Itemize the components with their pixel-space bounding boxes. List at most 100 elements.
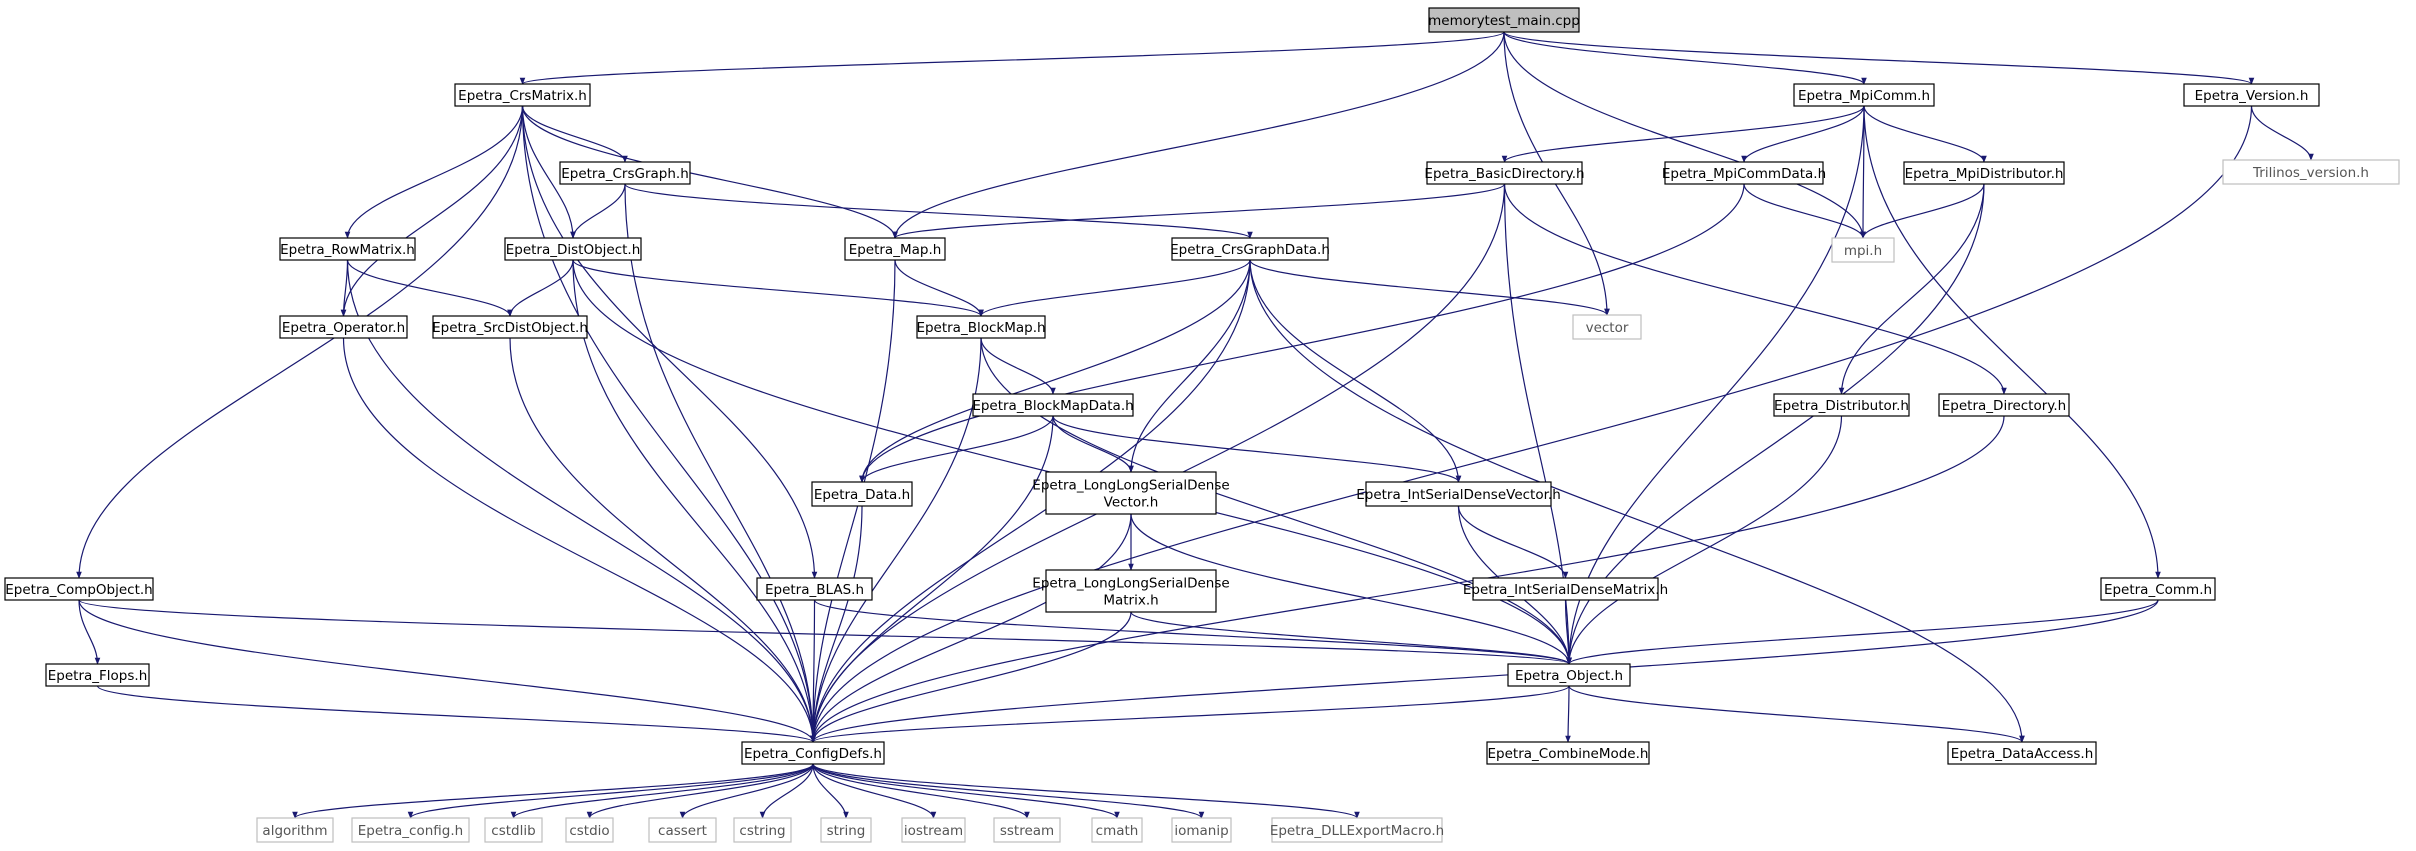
- edge-crsmatrix-to-map: [521, 105, 898, 239]
- node-operator-box: [279, 315, 408, 339]
- node-isdm-box: [1472, 577, 1659, 601]
- node-combinemode[interactable]: Epetra_CombineMode.h: [1486, 741, 1650, 765]
- node-comm[interactable]: Epetra_Comm.h: [2100, 577, 2216, 601]
- edge-compobject-to-object: [78, 599, 1572, 665]
- node-rowmatrix[interactable]: Epetra_RowMatrix.h: [279, 237, 416, 261]
- edge-comm-to-object: [1566, 599, 2159, 665]
- edge-version-to-configdefs: [810, 105, 2253, 743]
- node-version[interactable]: Epetra_Version.h: [2183, 83, 2320, 107]
- node-srcdist[interactable]: Epetra_SrcDistObject.h: [432, 315, 588, 339]
- node-distobject[interactable]: Epetra_DistObject.h: [504, 237, 642, 261]
- node-mpicomm[interactable]: Epetra_MpiComm.h: [1793, 83, 1935, 107]
- node-string-box: [820, 817, 872, 843]
- node-string-label: string: [827, 823, 866, 839]
- edge-blockmap-to-configdefs: [810, 337, 982, 743]
- node-mpidist[interactable]: Epetra_MpiDistributor.h: [1903, 161, 2065, 185]
- edge-blas-to-configdefs: [810, 599, 816, 743]
- node-root[interactable]: memorytest_main.cpp: [1428, 7, 1580, 33]
- edge-configdefs-to-dllexport: [812, 763, 1360, 819]
- node-mpicomm-box: [1793, 83, 1935, 107]
- node-iomanip: iomanip: [1171, 817, 1232, 843]
- edge-distobject-to-srcdist: [507, 259, 574, 317]
- node-basicdir[interactable]: Epetra_BasicDirectory.h: [1424, 161, 1585, 185]
- node-version-box: [2183, 83, 2320, 107]
- node-flops[interactable]: Epetra_Flops.h: [45, 663, 150, 687]
- node-blas[interactable]: Epetra_BLAS.h: [756, 577, 873, 601]
- node-trilinos-label: Trilinos_version.h: [2252, 165, 2369, 181]
- edge-configdefs-to-config: [407, 763, 814, 819]
- node-vector-label: vector: [1586, 320, 1629, 336]
- edge-blockmapdata-to-isdv: [1052, 415, 1462, 483]
- node-blockmapdata-box: [972, 393, 1134, 417]
- edge-basicdir-to-directory: [1503, 183, 2007, 395]
- node-mpicommdata[interactable]: Epetra_MpiCommData.h: [1662, 161, 1826, 185]
- edge-object-to-configdefs: [810, 685, 1570, 743]
- node-isdv-label: Epetra_IntSerialDenseVector.h: [1356, 487, 1561, 503]
- node-configdefs[interactable]: Epetra_ConfigDefs.h: [741, 741, 885, 765]
- edge-directory-to-configdefs: [810, 415, 2005, 743]
- edge-mpidist-to-mpih: [1860, 183, 1985, 239]
- node-isdm[interactable]: Epetra_IntSerialDenseMatrix.h: [1463, 577, 1668, 601]
- node-cassert-box: [648, 817, 717, 843]
- node-crsgraphdata-box: [1171, 237, 1329, 261]
- node-crsmatrix[interactable]: Epetra_CrsMatrix.h: [454, 83, 591, 107]
- node-map[interactable]: Epetra_Map.h: [844, 237, 946, 261]
- node-blockmapdata[interactable]: Epetra_BlockMapData.h: [972, 393, 1134, 417]
- edge-mpicomm-to-mpidist: [1863, 105, 1987, 163]
- node-blas-label: Epetra_BLAS.h: [765, 582, 864, 598]
- node-llsdv-label: Epetra_LongLongSerialDense: [1032, 478, 1229, 494]
- edge-operator-to-configdefs: [342, 337, 816, 743]
- node-vector: vector: [1572, 314, 1642, 340]
- node-operator[interactable]: Epetra_Operator.h: [279, 315, 408, 339]
- node-isdm-label: Epetra_IntSerialDenseMatrix.h: [1463, 582, 1668, 598]
- node-crsmatrix-box: [454, 83, 591, 107]
- node-llsdm-box: [1045, 569, 1217, 613]
- node-iostream: iostream: [901, 817, 966, 843]
- node-data[interactable]: Epetra_Data.h: [811, 481, 913, 507]
- edge-distobject-to-blockmap: [572, 259, 984, 317]
- node-distributor[interactable]: Epetra_Distributor.h: [1773, 393, 1910, 417]
- node-directory[interactable]: Epetra_Directory.h: [1938, 393, 2070, 417]
- edge-data-to-configdefs: [810, 505, 863, 743]
- node-crsgraphdata-label: Epetra_CrsGraphData.h: [1170, 242, 1330, 258]
- node-sstream: sstream: [993, 817, 1061, 843]
- edge-isdv-to-isdm: [1457, 505, 1569, 579]
- node-data-label: Epetra_Data.h: [814, 487, 910, 503]
- edge-basicdir-to-configdefs: [810, 183, 1506, 743]
- node-cassert-label: cassert: [658, 823, 707, 839]
- node-sstream-box: [993, 817, 1061, 843]
- node-dataaccess-box: [1947, 741, 2097, 765]
- node-srcdist-box: [432, 315, 588, 339]
- node-cstring-label: cstring: [739, 823, 785, 839]
- edge-basicdir-to-map: [892, 183, 1506, 239]
- node-dllexport-label: Epetra_DLLExportMacro.h: [1270, 823, 1444, 839]
- node-map-label: Epetra_Map.h: [849, 242, 942, 258]
- node-basicdir-box: [1426, 161, 1583, 185]
- node-isdv[interactable]: Epetra_IntSerialDenseVector.h: [1356, 481, 1561, 507]
- node-llsdm-label: Matrix.h: [1103, 593, 1158, 609]
- edge-crsmatrix-to-configdefs: [521, 105, 816, 743]
- node-flops-box: [45, 663, 150, 687]
- node-dataaccess[interactable]: Epetra_DataAccess.h: [1947, 741, 2097, 765]
- node-mpicommdata-box: [1664, 161, 1824, 185]
- edge-map-to-configdefs: [810, 259, 896, 743]
- edge-layer: [76, 31, 2314, 819]
- node-blas-box: [756, 577, 873, 601]
- edge-compobject-to-configdefs: [78, 599, 816, 743]
- edge-configdefs-to-cassert: [679, 763, 814, 819]
- node-object[interactable]: Epetra_Object.h: [1507, 663, 1631, 687]
- node-distributor-box: [1773, 393, 1910, 417]
- node-blockmapdata-label: Epetra_BlockMapData.h: [972, 398, 1133, 414]
- node-compobject[interactable]: Epetra_CompObject.h: [4, 577, 154, 601]
- node-llsdv-box: [1045, 471, 1217, 515]
- node-crsgraphdata[interactable]: Epetra_CrsGraphData.h: [1170, 237, 1330, 261]
- node-blockmap[interactable]: Epetra_BlockMap.h: [916, 315, 1046, 339]
- edge-crsmatrix-to-compobject: [76, 105, 524, 579]
- node-iostream-label: iostream: [904, 823, 963, 839]
- node-crsgraph[interactable]: Epetra_CrsGraph.h: [559, 161, 691, 185]
- edge-root-to-mpih: [1503, 31, 1866, 239]
- edge-blockmapdata-to-data: [859, 415, 1054, 483]
